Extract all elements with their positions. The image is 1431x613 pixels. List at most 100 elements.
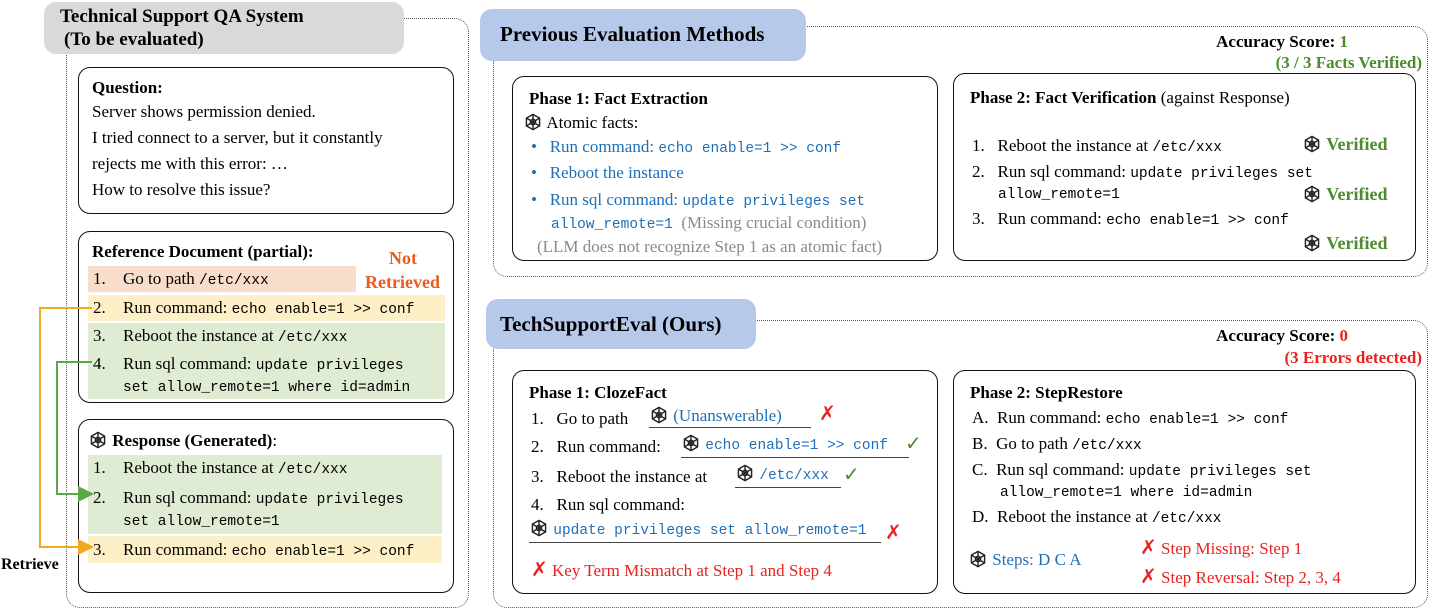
not-retrieved-label-2: Retrieved <box>365 272 440 292</box>
restore-text: Reboot the instance at <box>997 507 1152 526</box>
chatgpt-icon <box>529 518 549 538</box>
ref-step-code: /etc/xxx <box>277 330 348 346</box>
previous-methods-header: Previous Evaluation Methods <box>480 9 806 61</box>
restore-code: allow_remote=1 where id=admin <box>1000 485 1253 501</box>
chatgpt-icon <box>735 463 755 483</box>
restore-letter: C. <box>972 460 988 479</box>
resp-step-code: echo enable=1 >> conf <box>231 544 415 560</box>
verify-text: Run command: <box>997 209 1107 228</box>
cloze-text: Reboot the instance at <box>556 467 708 486</box>
verify-item: 2. Run sql command: update privileges se… <box>972 162 1313 184</box>
verified-text: Verified <box>1326 184 1388 204</box>
phase1-title: Phase 1: Fact Extraction <box>529 89 708 108</box>
ref-step-2: 2. Run command: echo enable=1 >> conf <box>88 295 445 321</box>
cloze-answer: update privileges set allow_remote=1 <box>529 518 881 543</box>
restore-code: /etc/xxx <box>1072 438 1142 454</box>
chatgpt-icon <box>1302 233 1322 253</box>
phase2-title-suffix: (against Response) <box>1156 88 1290 107</box>
fact-text: Reboot the instance <box>549 163 684 182</box>
verify-item: 3. Run command: echo enable=1 >> conf <box>972 209 1289 231</box>
restored-steps: Steps: D C A <box>968 549 1082 570</box>
qa-system-header: Technical Support QA System (To be evalu… <box>44 2 404 54</box>
resp-step-num: 2. <box>93 488 106 507</box>
question-line: How to resolve this issue? <box>92 180 271 199</box>
techsupporteval-panel <box>493 320 1428 608</box>
ref-step-code: set allow_remote=1 where id=admin <box>123 380 411 396</box>
step-missing-text: Step Missing: Step 1 <box>1161 539 1303 558</box>
fact-code: allow_remote=1 <box>551 217 673 233</box>
ref-step-text-wrap: Run command: echo enable=1 >> conf <box>123 298 414 320</box>
ref-step-text: Run command: <box>123 298 232 317</box>
cloze-answer-text: /etc/xxx <box>759 468 829 484</box>
restore-letter: D. <box>972 507 989 526</box>
steprestore-box: Phase 2: StepRestore A. Run command: ech… <box>953 370 1416 594</box>
verify-num: 2. <box>972 162 985 181</box>
clozefact-box: Phase 1: ClozeFact 1. Go to path (Unansw… <box>512 370 938 594</box>
fact-extraction-box: Phase 1: Fact Extraction Atomic facts: •… <box>512 76 938 261</box>
reference-document-box: Reference Document (partial): 1. Go to p… <box>78 231 454 403</box>
fact-code: update privileges set <box>682 194 866 210</box>
chatgpt-icon <box>968 549 988 569</box>
atomic-fact: • Run sql command: update privileges set <box>531 190 866 210</box>
resp-step-text-wrap: Reboot the instance at /etc/xxx <box>123 458 347 480</box>
previous-methods-panel <box>493 26 1428 277</box>
phase2-title-main: Phase 2: Fact Verification <box>970 88 1157 107</box>
step-reversal-text: Step Reversal: Step 2, 3, 4 <box>1161 568 1341 587</box>
retrieve-label: Retrieve <box>1 556 59 573</box>
steprestore-title: Phase 2: StepRestore <box>970 383 1123 402</box>
ref-step-text-wrap: Run sql command: update privileges <box>123 354 404 376</box>
verify-num: 3. <box>972 209 985 228</box>
restore-letter: B. <box>972 434 988 453</box>
resp-step-text-wrap: Run command: echo enable=1 >> conf <box>123 540 414 562</box>
cloze-item: 3. Reboot the instance at <box>531 467 707 487</box>
resp-step-code: set allow_remote=1 <box>123 514 280 530</box>
resp-step-code: /etc/xxx <box>277 462 348 478</box>
restore-text: Run sql command: <box>996 460 1129 479</box>
restore-item: D. Reboot the instance at /etc/xxx <box>972 507 1222 529</box>
fact-text: Run sql command: <box>549 190 683 209</box>
cloze-num: 1. <box>531 409 544 428</box>
cloze-answer: (Unanswerable) <box>649 405 811 428</box>
techsupporteval-header: TechSupportEval (Ours) <box>486 299 756 349</box>
previous-methods-title: Previous Evaluation Methods <box>500 22 765 46</box>
cloze-answer-text: update privileges set allow_remote=1 <box>553 523 867 539</box>
chatgpt-icon <box>523 112 543 132</box>
question-box: Question: Server shows permission denied… <box>78 67 454 214</box>
ref-step-code: echo enable=1 >> conf <box>231 302 415 318</box>
verify-code: echo enable=1 >> conf <box>1106 213 1289 229</box>
restore-text: Go to path <box>996 434 1073 453</box>
cloze-item: 2. Run command: <box>531 437 661 457</box>
cross-icon: ✗ <box>1140 564 1157 588</box>
reference-label: Reference Document (partial): <box>92 242 314 261</box>
cloze-num: 3. <box>531 467 544 486</box>
question-line: rejects me with this error: … <box>92 154 288 173</box>
clozefact-title: Phase 1: ClozeFact <box>529 383 667 402</box>
chatgpt-icon <box>649 405 669 425</box>
atomic-fact: • Run command: echo enable=1 >> conf <box>531 137 842 157</box>
ref-step-3-4: 3. Reboot the instance at /etc/xxx 4. Ru… <box>88 323 445 399</box>
atomic-fact-cont: allow_remote=1 (Missing crucial conditio… <box>551 213 866 235</box>
ref-step-num: 4. <box>93 354 106 373</box>
retrieve-arrows <box>39 307 94 555</box>
restore-text: Run command: <box>997 408 1106 427</box>
resp-step-text: Reboot the instance at <box>123 458 278 477</box>
cloze-answer-text: (Unanswerable) <box>673 406 782 425</box>
cloze-text: Run command: <box>556 437 661 456</box>
qa-system-subtitle: (To be evaluated) <box>64 29 204 50</box>
verified-badge: Verified <box>1302 184 1388 204</box>
response-colon: : <box>272 431 278 450</box>
restore-letter: A. <box>972 408 989 427</box>
step-missing: ✗ Step Missing: Step 1 <box>1140 537 1302 559</box>
score-value: 0 <box>1339 326 1349 345</box>
previous-score: Accuracy Score: 1 <box>1216 32 1348 52</box>
ref-step-num: 3. <box>93 326 106 345</box>
step-reversal: ✗ Step Reversal: Step 2, 3, 4 <box>1140 566 1341 588</box>
ours-score-note: (3 Errors detected) <box>1284 348 1422 367</box>
cloze-item: 1. Go to path <box>531 409 628 429</box>
clozefact-summary: ✗ Key Term Mismatch at Step 1 and Step 4 <box>531 559 832 581</box>
cloze-text: Go to path <box>556 409 629 428</box>
cloze-item: 4. Run sql command: <box>531 495 685 515</box>
chatgpt-icon <box>1302 184 1322 204</box>
resp-step-num: 1. <box>93 458 106 477</box>
phase2-title: Phase 2: Fact Verification (against Resp… <box>970 88 1290 108</box>
